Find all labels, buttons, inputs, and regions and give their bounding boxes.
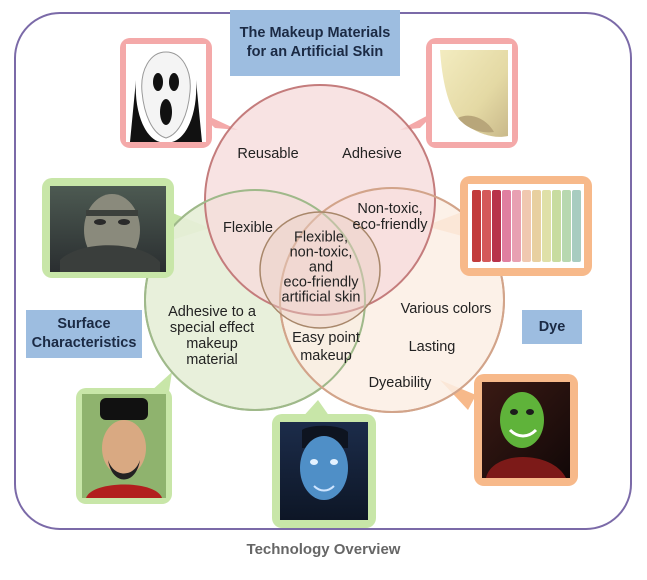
pastel-stick bbox=[492, 190, 501, 262]
pastel-stick bbox=[552, 190, 561, 262]
label-reusable: Reusable bbox=[237, 146, 299, 162]
footer-caption: Technology Overview bbox=[246, 541, 401, 558]
artificial-skin-sheet-photo bbox=[426, 38, 518, 148]
blue-avatar-face-photo bbox=[272, 414, 376, 528]
label-center: Flexible, non-toxic, and eco-friendly ar… bbox=[281, 229, 361, 306]
surface-characteristics-label: Surface Characteristics bbox=[31, 316, 137, 351]
pastel-stick bbox=[472, 190, 481, 262]
dye-box: Dye bbox=[522, 310, 582, 344]
pastel-stick bbox=[562, 190, 571, 262]
green-mask-face-photo bbox=[474, 374, 578, 486]
pastel-stick bbox=[532, 190, 541, 262]
label-non-toxic: Non-toxic, eco-friendly bbox=[352, 201, 428, 233]
colored-pastels-photo bbox=[460, 176, 592, 276]
label-flexible: Flexible bbox=[223, 220, 273, 236]
right-circle-outline bbox=[279, 187, 505, 413]
pastel-stick bbox=[512, 190, 521, 262]
face-makeup-photo bbox=[42, 178, 174, 278]
pastel-stick bbox=[522, 190, 531, 262]
label-various-colors: Various colors bbox=[400, 301, 492, 317]
actor-with-beard-photo bbox=[76, 388, 172, 504]
scream-mask-photo bbox=[120, 38, 212, 148]
center-overlap bbox=[259, 211, 381, 329]
pastel-stick bbox=[502, 190, 511, 262]
label-adhesive: Adhesive bbox=[342, 146, 402, 162]
diagram-title: The Makeup Materials for an Artificial S… bbox=[239, 25, 391, 60]
pastel-stick bbox=[542, 190, 551, 262]
title-box: The Makeup Materials for an Artificial S… bbox=[230, 10, 400, 76]
label-dyeability: Dyeability bbox=[368, 375, 432, 391]
pastel-stick bbox=[572, 190, 581, 262]
left-circle-outline bbox=[144, 189, 366, 411]
top-circle bbox=[204, 84, 436, 316]
pastel-stick bbox=[482, 190, 491, 262]
surface-characteristics-box: Surface Characteristics bbox=[26, 310, 142, 358]
dye-label: Dye bbox=[538, 318, 566, 335]
label-lasting: Lasting bbox=[408, 339, 456, 355]
label-adhesive-special: Adhesive to a special effect makeup mate… bbox=[168, 304, 256, 368]
label-easy-point: Easy point makeup bbox=[292, 330, 360, 364]
